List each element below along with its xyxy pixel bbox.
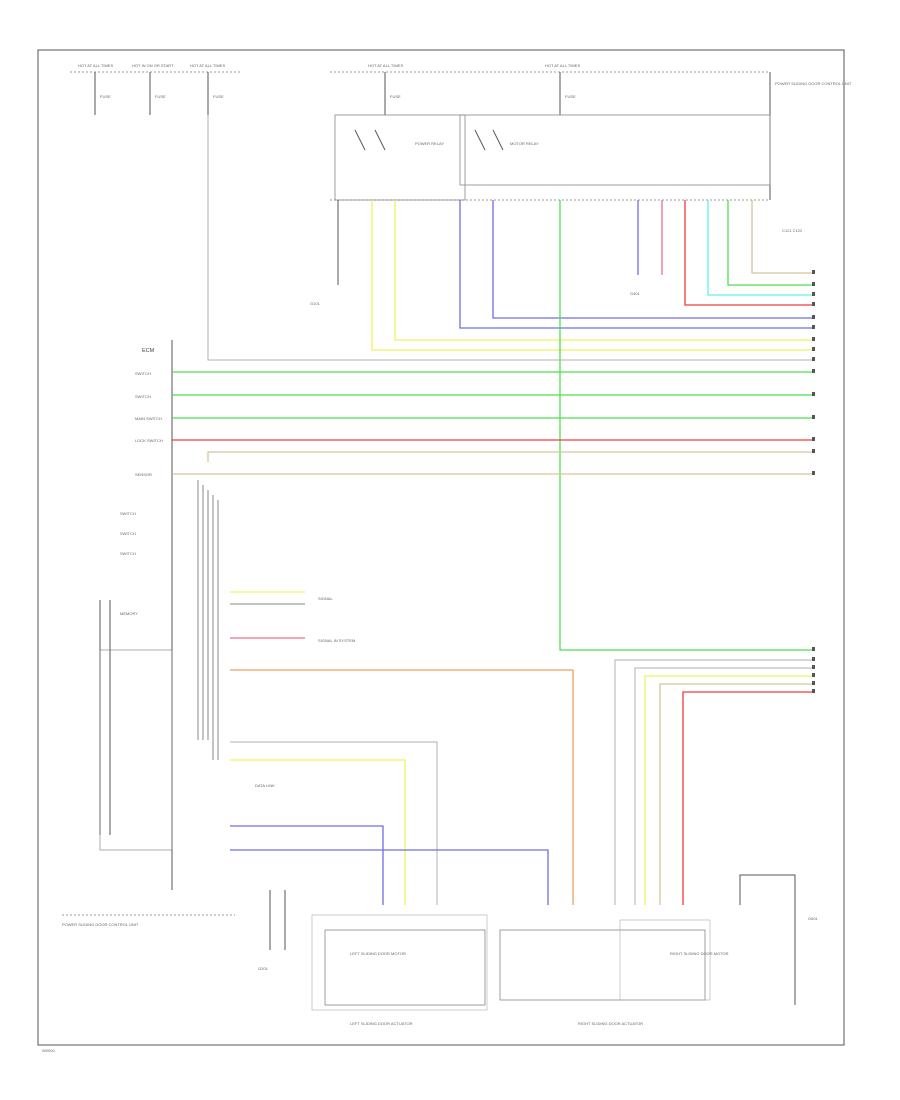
ground-1-label: G101 — [310, 301, 321, 306]
fuse-label-5: HOT AT ALL TIMES — [545, 63, 580, 68]
figure-id: W0000 — [42, 1048, 55, 1053]
wire-green-top — [727, 200, 812, 286]
wire-yellow-right — [644, 675, 812, 905]
ecm-label: ECM — [142, 348, 155, 354]
fuse-block-top-left: HOT AT ALL TIMES HOT IN ON OR START HOT … — [70, 63, 240, 115]
relay-section: POWER RELAY MOTOR RELAY POWER SLIDING DO… — [330, 81, 852, 201]
right-module-label: POWER SLIDING DOOR CONTROL UNIT — [775, 81, 852, 86]
wire-yellow-lower — [230, 759, 406, 905]
right-actuator: RIGHT SLIDING DOOR MOTOR RIGHT SLIDING D… — [499, 919, 729, 1026]
motor-left-label: LEFT SLIDING DOOR MOTOR — [350, 951, 406, 956]
wire-blue-1 — [459, 200, 812, 329]
wire-gray-right-2 — [634, 667, 812, 905]
fuse-label-1: HOT AT ALL TIMES — [78, 63, 113, 68]
wire-tan-h1 — [207, 451, 812, 462]
wire-gray-right-1 — [614, 659, 812, 905]
note-left-label: POWER SLIDING DOOR CONTROL UNIT — [62, 922, 139, 927]
fuse-d-label: FUSE — [390, 94, 401, 99]
left-actuator: LEFT SLIDING DOOR MOTOR LEFT SLIDING DOO… — [311, 914, 488, 1026]
motor-left-title: LEFT SLIDING DOOR ACTUATOR — [350, 1021, 413, 1026]
signal-3-label: DATA LINK — [255, 783, 275, 788]
wire-red-right — [682, 691, 812, 905]
left-ground-label: G201 — [258, 966, 269, 971]
wire-green-vertical — [559, 200, 812, 651]
relay-right-label: MOTOR RELAY — [510, 141, 539, 146]
left-switch-1-label: SWITCH — [135, 371, 151, 376]
left-switch-5-label: SENSOR — [135, 472, 152, 477]
ecm-block: ECM SWITCH SWITCH MAIN SWITCH LOCK SWITC… — [99, 340, 173, 890]
fuse-c-label: FUSE — [213, 94, 224, 99]
signal-2-label: SIGNAL IN SYSTEM — [318, 638, 355, 643]
wire-orange — [230, 669, 574, 905]
wire-red-top — [684, 200, 812, 306]
motor-right-title: RIGHT SLIDING DOOR ACTUATOR — [578, 1021, 643, 1026]
left-switch-2-label: SWITCH — [135, 394, 151, 399]
fuse-block-top-right: HOT AT ALL TIMES HOT AT ALL TIMES FUSE F… — [330, 63, 771, 200]
left-switch-8-label: SWITCH — [120, 551, 136, 556]
wire-blue-2 — [492, 200, 812, 319]
wire-tan-right — [659, 683, 812, 905]
left-switch-4-label: LOCK SWITCH — [135, 438, 163, 443]
wire-gray-lower — [230, 741, 438, 905]
right-ground-section: G501 — [739, 874, 819, 1005]
fuse-label-4: HOT AT ALL TIMES — [368, 63, 403, 68]
fuse-label-2: HOT IN ON OR START — [132, 63, 174, 68]
relay-left-label: POWER RELAY — [415, 141, 444, 146]
wire-tan-top — [751, 200, 812, 274]
fuse-e-label: FUSE — [565, 94, 576, 99]
fuse-label-3: HOT AT ALL TIMES — [190, 63, 225, 68]
diagram-frame — [37, 49, 845, 1046]
wire-gray-ecm-top — [207, 115, 812, 361]
signal-1-label: SIGNAL — [318, 596, 333, 601]
left-switch-6-label: SWITCH — [120, 511, 136, 516]
motor-right-label: RIGHT SLIDING DOOR MOTOR — [670, 951, 729, 956]
left-switch-7-label: SWITCH — [120, 531, 136, 536]
wire-blue-lower-2 — [230, 849, 549, 905]
wire-cyan-top — [707, 200, 812, 296]
left-switch-3-label: MAIN SWITCH — [135, 416, 162, 421]
fuse-a-label: FUSE — [100, 94, 111, 99]
left-switch-9-label: MEMORY — [120, 611, 138, 616]
wire-yellow-2 — [394, 200, 812, 341]
connector-right-label: C121 C122 — [782, 228, 803, 233]
wire-blue-lower-1 — [230, 825, 384, 905]
right-edge-connectors — [812, 270, 815, 693]
fuse-b-label: FUSE — [155, 94, 166, 99]
right-ground-label: G501 — [808, 916, 819, 921]
ground-2-label: G401 — [630, 291, 641, 296]
wire-yellow-1 — [371, 200, 812, 351]
